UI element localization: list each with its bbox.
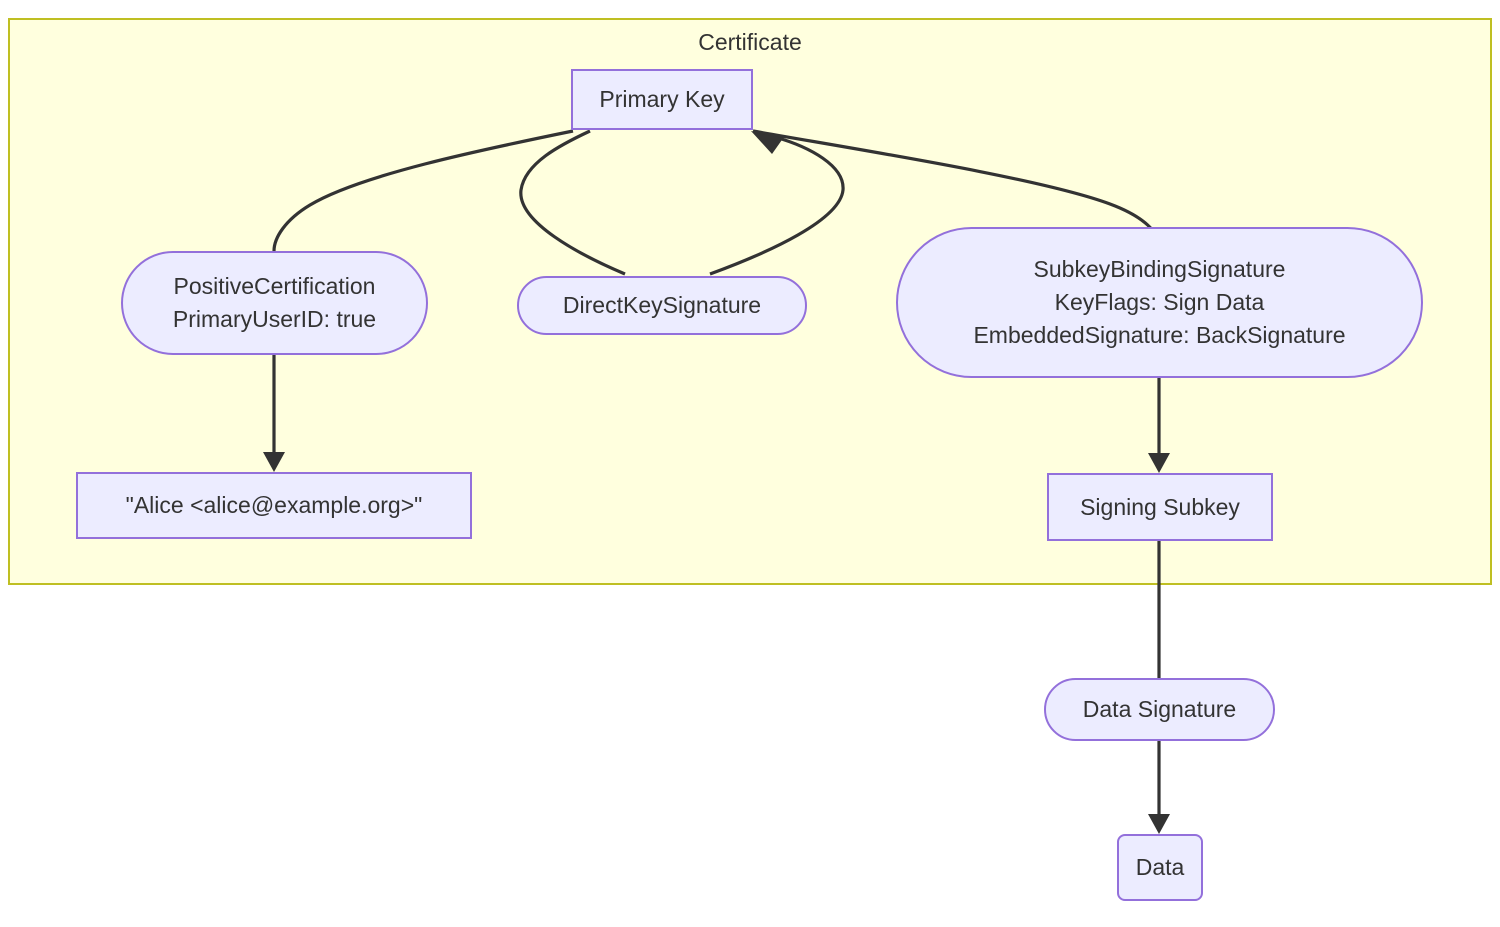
subgraph-title: Certificate: [698, 29, 802, 55]
node-positive-certification-label: PositiveCertification PrimaryUserID: tru…: [172, 273, 377, 332]
node-signing-subkey[interactable]: Signing Subkey: [1047, 473, 1273, 541]
arrowhead-data: [1148, 814, 1170, 834]
node-data-label: Data: [1135, 854, 1185, 880]
node-subkey-binding-signature-label: SubkeyBindingSignature KeyFlags: Sign Da…: [973, 256, 1346, 348]
node-subkey-binding-signature[interactable]: SubkeyBindingSignature KeyFlags: Sign Da…: [896, 227, 1423, 378]
node-user-id[interactable]: "Alice <alice@example.org>": [76, 472, 472, 539]
node-data-signature-label: Data Signature: [1082, 696, 1237, 722]
node-positive-certification[interactable]: PositiveCertification PrimaryUserID: tru…: [121, 251, 428, 355]
node-user-id-label: "Alice <alice@example.org>": [125, 492, 423, 518]
node-data[interactable]: Data: [1117, 834, 1203, 901]
node-direct-key-signature-label: DirectKeySignature: [562, 292, 762, 318]
node-data-signature[interactable]: Data Signature: [1044, 678, 1275, 741]
node-signing-subkey-label: Signing Subkey: [1080, 493, 1240, 520]
node-primary-key[interactable]: Primary Key: [571, 69, 753, 130]
node-direct-key-signature[interactable]: DirectKeySignature: [517, 276, 807, 335]
node-primary-key-label: Primary Key: [599, 86, 725, 112]
